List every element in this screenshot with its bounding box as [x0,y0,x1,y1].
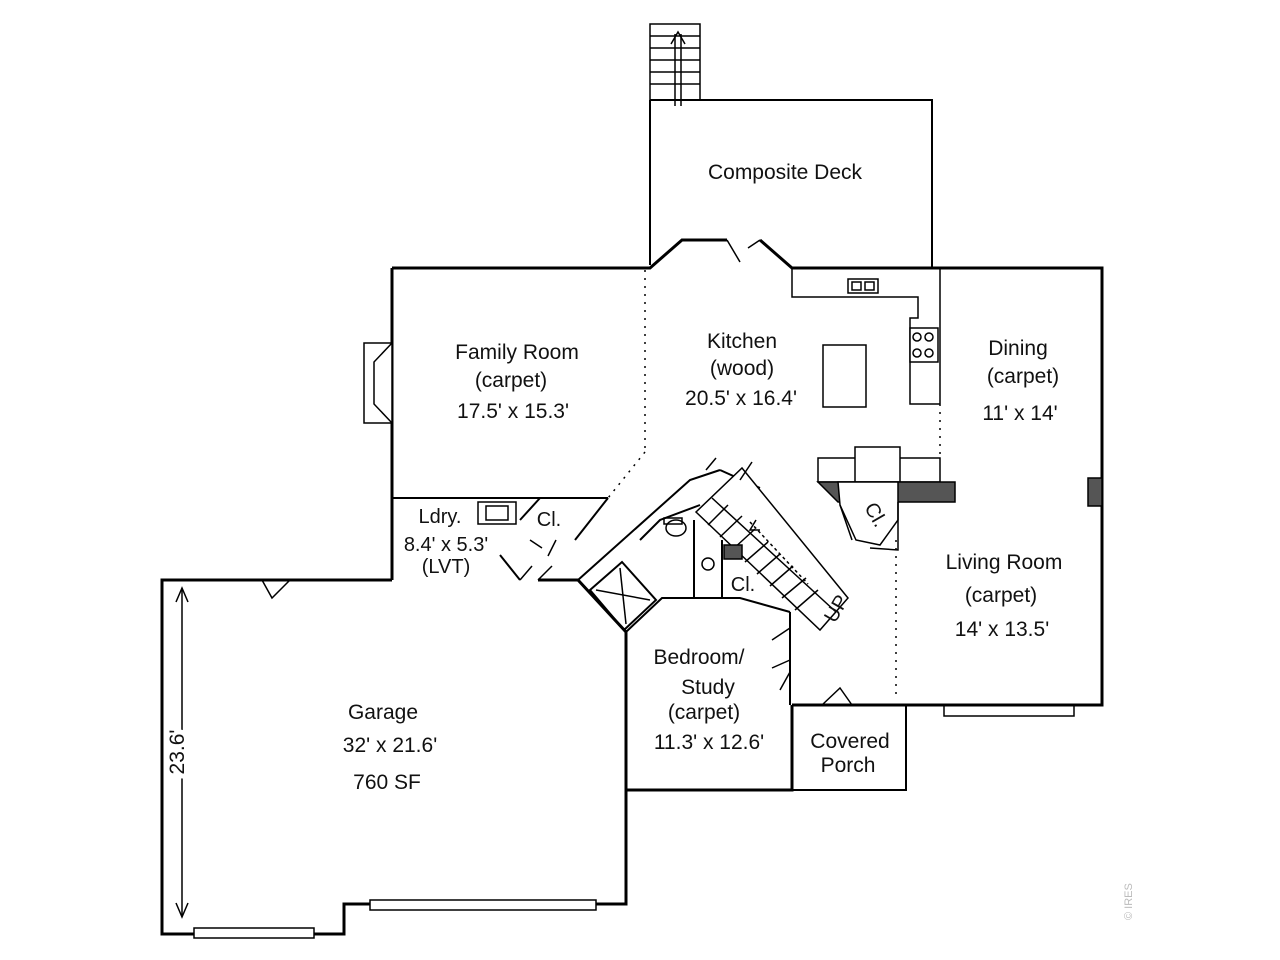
foyer-box [588,560,658,632]
kitchen-size: 20.5' x 16.4' [685,387,797,410]
dining-label: Dining [988,337,1048,360]
bedroom-floor: (carpet) [668,701,740,724]
family-room-label: Family Room [455,341,579,364]
family-room-floor: (carpet) [475,369,547,392]
room-dividers [607,270,941,700]
garage-depth-dimension-text: 23.6' [166,730,189,775]
doors [261,239,853,706]
interior-walls [499,469,791,705]
deck-stairs [649,23,701,106]
garage-label: Garage [348,701,418,724]
dining-size: 11' x 14' [982,402,1057,425]
garage-area: 760 SF [353,771,421,794]
watermark: © IRES [1123,883,1135,920]
kitchen-island [822,344,867,408]
composite-deck-label: Composite Deck [708,161,863,184]
laundry-label: Ldry. [419,506,462,528]
fireplace [363,342,393,424]
family-room-size: 17.5' x 15.3' [457,400,569,423]
covered-porch-label-1: Covered [810,730,889,753]
powder-room [663,517,743,571]
kitchen-label: Kitchen [707,330,777,353]
dining-floor: (carpet) [987,365,1059,388]
garage-walls [160,578,628,939]
bedroom-label-1: Bedroom/ [653,646,744,669]
laundry-sink [477,501,517,525]
deck-outline [649,99,933,268]
kitchen-counters [791,268,941,408]
bedroom-label-2: Study [681,676,735,699]
garage-depth-dimension: 23.6' [166,730,189,775]
kitchen-bar [816,446,956,546]
covered-porch-label-2: Porch [821,754,876,777]
garage-dimension-line [175,586,189,919]
garage-size: 32' x 21.6' [343,734,437,757]
laundry-closet-label: Cl. [537,509,561,531]
living-closet-walls [839,502,899,551]
living-room-floor: (carpet) [965,584,1037,607]
laundry-floor: (LVT) [422,556,471,578]
living-room-label: Living Room [946,551,1063,574]
laundry-size: 8.4' x 5.3' [404,534,488,556]
hall-closet-label: Cl. [731,574,755,596]
living-room-size: 14' x 13.5' [955,618,1049,641]
interior-stairs [694,466,849,632]
bedroom-size: 11.3' x 12.6' [654,731,764,754]
kitchen-floor: (wood) [710,357,774,380]
